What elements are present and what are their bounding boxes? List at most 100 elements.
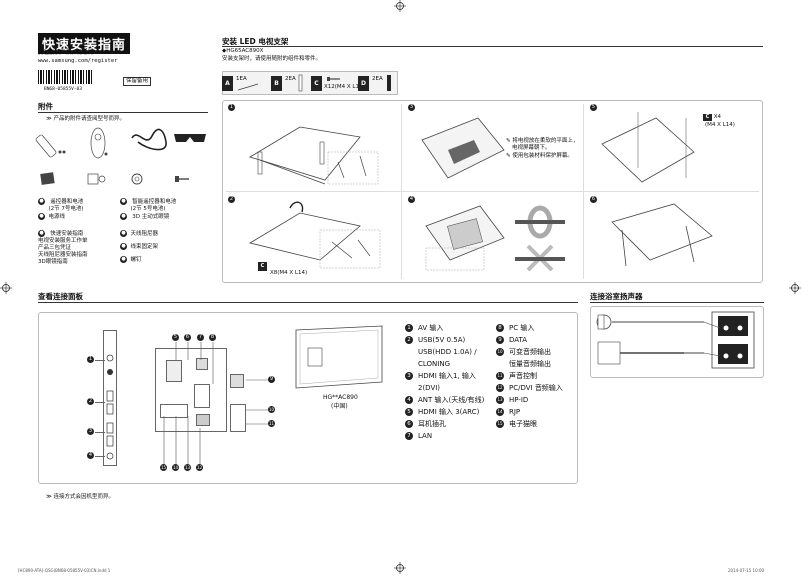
callout-2: 2 <box>87 398 94 405</box>
step-5-screws-drawing <box>601 112 695 183</box>
part-qty: 2EA <box>372 76 383 82</box>
step-6-finished-drawing <box>611 203 713 267</box>
callout-line-3 <box>95 432 105 433</box>
footer-date: 2014-07-15 10:00 <box>728 568 765 573</box>
accessories-rule <box>38 112 208 113</box>
bathroom-title: 连接浴室扬声器 <box>590 292 643 301</box>
callout-line-1 <box>95 360 105 361</box>
register-text: 要注册该产品，请访问 <box>38 50 94 56</box>
part-qty: X12(M4 X L14) <box>324 84 365 90</box>
callout-6: 6 <box>184 334 191 341</box>
step-2-screw-qty: X8(M4 X L14) <box>270 270 308 276</box>
barcode <box>38 70 93 84</box>
bullet-icon: ● <box>120 243 127 250</box>
bullet-icon: ● <box>120 230 127 237</box>
step-3-note-2: 电视屏幕朝下。 <box>512 145 551 151</box>
port-item: CLONING <box>418 360 451 368</box>
accessory-smart-remote: ● 智能遥控器和电池 (2节 5号电池) <box>120 198 177 212</box>
usb-port-icon <box>106 390 114 415</box>
ant-side-jack-icon <box>106 452 114 460</box>
panel-title: 查看连接面板 <box>38 292 83 301</box>
part-a-drawing <box>237 83 259 91</box>
part-tag: A <box>222 76 233 91</box>
power-cord-icon <box>131 128 167 151</box>
step-4-attach-drawing <box>425 205 565 272</box>
cable-holder-icon <box>131 173 143 185</box>
bullet-icon: ● <box>120 256 127 263</box>
bullet-icon: ● <box>38 230 45 237</box>
tv-model-note: (中国) <box>331 403 348 410</box>
mount-rule <box>222 46 763 47</box>
footer-file: [HC890-ATA]-QSG(BN68-05855V-03)CN.indd 1 <box>18 568 111 573</box>
remote-control-icon <box>35 134 66 158</box>
save-label: 保留备用 <box>123 77 152 86</box>
accessory-power-cord: ● 电源线 <box>38 213 66 220</box>
step-2-screw-note: C <box>258 262 267 271</box>
callout-leader-lines <box>163 342 268 464</box>
port-item: USB(HDD 1.0A) / <box>418 348 477 356</box>
mount-model: ◆HG65AC890X <box>222 48 264 54</box>
step-5-screw-size: (M4 X L14) <box>705 122 735 128</box>
accessory-antenna-damper: ● 天线阻尼器 <box>120 230 159 237</box>
bathroom-speaker-diagram <box>596 311 755 369</box>
step-3-note-3: ✎ 使用包装材料保护屏幕。 <box>506 153 573 159</box>
part-a: A 1EA <box>222 76 247 91</box>
bullet-icon: ● <box>38 198 45 205</box>
callout-15: 15 <box>160 464 167 471</box>
register-url[interactable]: www.samsung.com/register <box>38 58 118 64</box>
callout-8: 8 <box>209 334 216 341</box>
step-3-number: 3 <box>408 104 415 111</box>
callout-7: 7 <box>197 334 204 341</box>
step-6-number: 6 <box>590 196 597 203</box>
panel-diagram-box <box>38 312 578 484</box>
accessories-note: ≫ 产品的附件请查阅型号而异。 <box>46 116 126 122</box>
callout-11: 11 <box>268 420 275 427</box>
part-qty: 2EA <box>285 76 296 82</box>
guide-title: 快速安装指南 <box>38 33 131 54</box>
step-5-number: 5 <box>590 104 597 111</box>
tv-model: HG**AC890 <box>323 394 358 401</box>
step-2-stand-drawing <box>248 201 381 269</box>
callout-10: 10 <box>268 406 275 413</box>
screw-icon <box>175 176 189 182</box>
callout-14: 14 <box>172 464 179 471</box>
part-c: C X12(M4 X L14) <box>311 76 365 91</box>
callout-12: 12 <box>196 464 203 471</box>
step-4-number: 4 <box>408 196 415 203</box>
callout-5: 5 <box>172 334 179 341</box>
mount-instruction: 安装支架时，请使用随附的组件和零件。 <box>222 56 322 62</box>
step-1-stand-drawing <box>249 126 379 185</box>
tv-rear-outline <box>295 325 383 389</box>
bathroom-rule <box>590 302 764 303</box>
part-b: B 2EA <box>271 76 296 91</box>
step-1-number: 1 <box>228 104 235 111</box>
panel-rule <box>38 302 578 303</box>
rear-lan-block <box>196 358 208 370</box>
rear-panel-outline <box>155 348 227 432</box>
hdmi-side-port-icon <box>106 422 114 447</box>
step-5-screw-tag: C X4 <box>703 114 721 121</box>
callout-line-4 <box>95 456 105 457</box>
antenna-damper-icon <box>87 173 106 185</box>
part-tag: D <box>358 76 369 91</box>
side-jack-strip <box>103 330 117 466</box>
accessories-title: 附件 <box>38 102 53 111</box>
step-3-note-1: ✎ 将电视放在柔软的平面上， <box>506 138 579 144</box>
callout-3: 3 <box>87 428 94 435</box>
step-2-number: 2 <box>228 196 235 203</box>
part-b-drawing <box>298 74 303 92</box>
rear-data-block <box>230 374 244 388</box>
